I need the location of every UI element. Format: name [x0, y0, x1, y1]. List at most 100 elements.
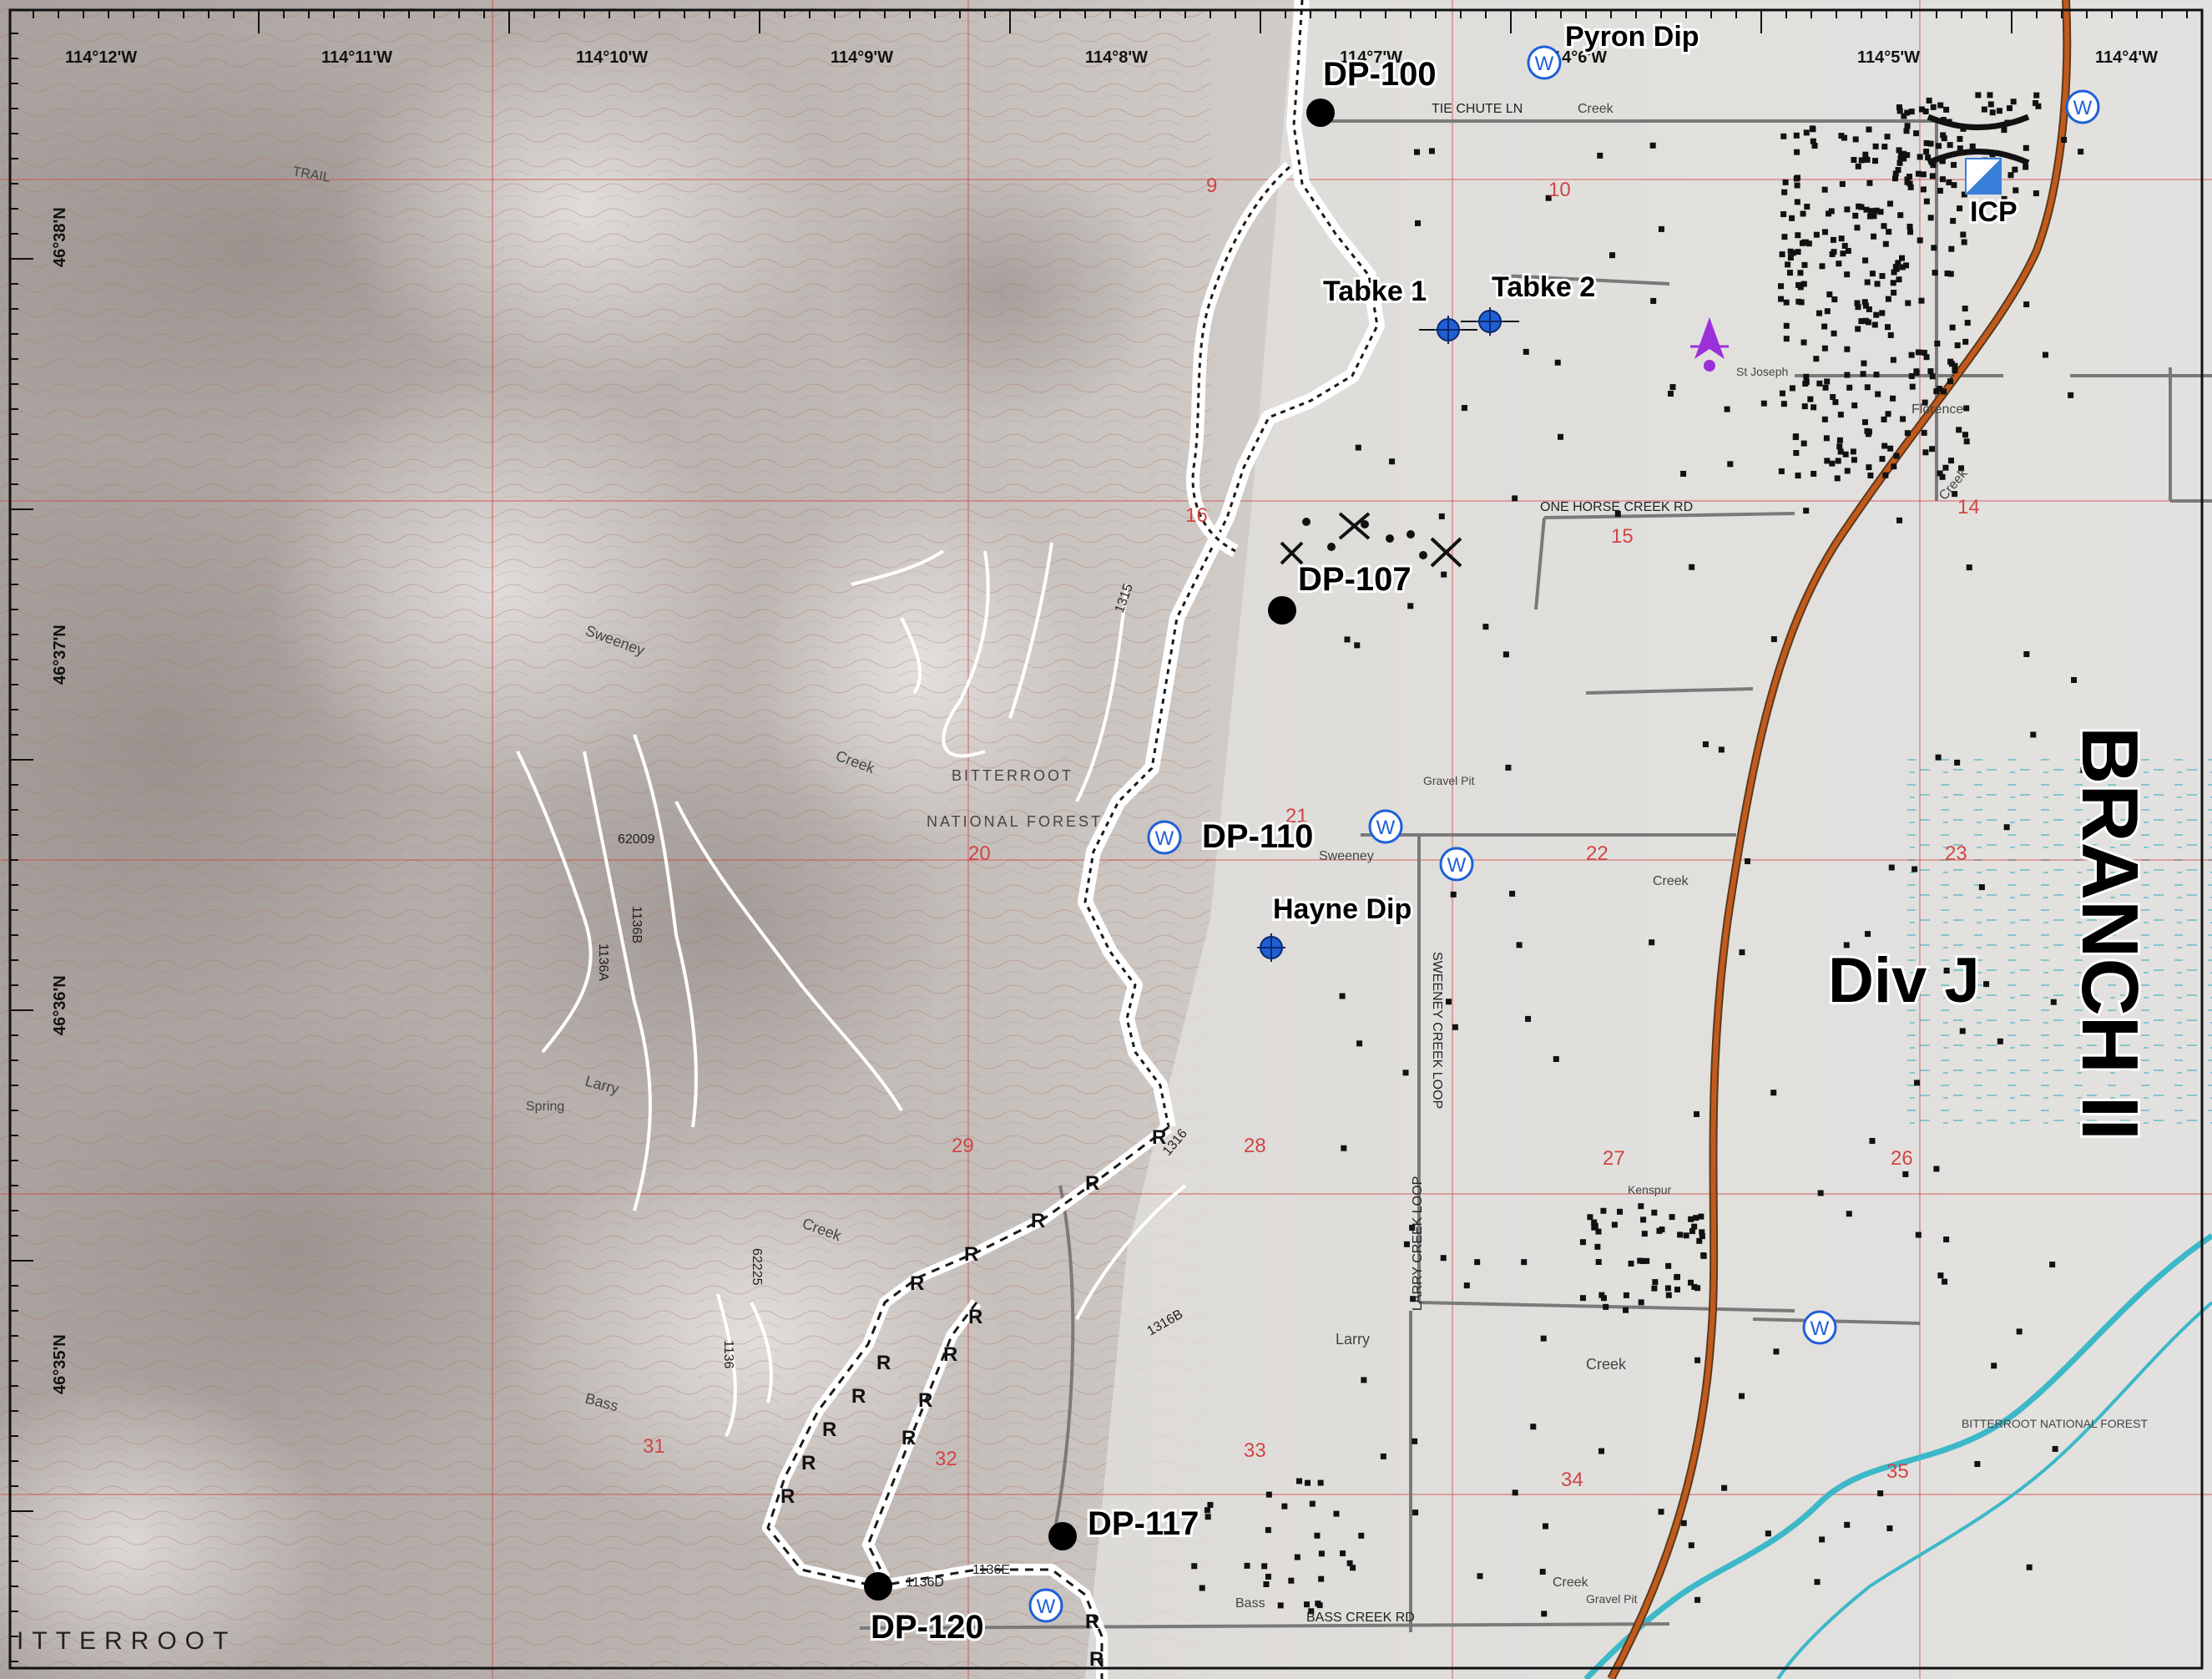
spot-dots — [1302, 518, 1427, 559]
frame-ticks — [10, 10, 2188, 1662]
map-border — [8, 8, 2204, 1670]
hayne-dip-label[interactable]: Hayne Dip — [1270, 891, 1414, 928]
water-source-symbol: W — [1376, 817, 1396, 839]
svg-text:R: R — [1085, 1172, 1099, 1195]
road-tie-chute-ln: TIE CHUTE LN — [1432, 102, 1523, 116]
lon-label-114-4: 114°4'W — [2095, 48, 2158, 67]
water-source-icon[interactable]: W — [1527, 45, 1562, 80]
road-sweeney-creek-loop: SWEENEY CREEK LOOP — [1430, 952, 1444, 1109]
svg-text:R: R — [876, 1352, 891, 1374]
bass-creek-valley-label: Bass — [1235, 1596, 1265, 1611]
larry-spring-label: Spring — [526, 1100, 564, 1114]
bitterroot-nf-right-label: BITTERROOT NATIONAL FOREST — [1962, 1417, 2148, 1430]
dp-117-label[interactable]: DP-117 — [1085, 1503, 1201, 1545]
water-sources: W W W W W W W — [1028, 45, 2100, 1623]
section-20: 20 — [968, 842, 991, 865]
bitterroot-nf-label-2: NATIONAL FOREST — [927, 813, 1103, 830]
road-62225: 62225 — [750, 1248, 764, 1286]
road-1136: 1136 — [721, 1340, 735, 1369]
lon-label-114-11: 114°11'W — [321, 48, 392, 67]
section-15: 15 — [1611, 525, 1634, 548]
section-33: 33 — [1244, 1439, 1266, 1462]
svg-text:R: R — [851, 1385, 866, 1408]
icp-icon[interactable] — [1965, 158, 2002, 195]
section-28: 28 — [1244, 1135, 1266, 1157]
water-source-symbol: W — [2073, 97, 2093, 119]
lat-label-46-37: 46°37'N — [51, 625, 69, 685]
fireline-west-halo — [1186, 162, 1295, 558]
section-35: 35 — [1886, 1460, 1909, 1483]
dp-117-marker[interactable] — [1048, 1522, 1077, 1550]
larry-creek-valley-label-2: Creek — [1586, 1356, 1627, 1373]
structures — [1191, 92, 2087, 1617]
latitude-labels: 46°38'N 46°37'N 46°36'N 46°35'N — [51, 207, 69, 1394]
point-labels: DP-100 DP-107 DP-110 DP-117 DP-120 Tabke… — [868, 18, 2020, 1648]
section-9: 9 — [1206, 174, 1217, 197]
water-source-symbol: W — [1447, 854, 1467, 877]
water-source-icon[interactable]: W — [1028, 1588, 1063, 1623]
svg-text:R: R — [1031, 1210, 1045, 1232]
dp-107-label[interactable]: DP-107 — [1295, 559, 1414, 600]
tabke-2-marker[interactable] — [1461, 307, 1519, 336]
water-source-icon[interactable]: W — [1439, 847, 1474, 882]
kenspur-label: Kenspur — [1628, 1183, 1671, 1196]
section-34: 34 — [1561, 1469, 1583, 1491]
helispot-icon[interactable] — [1690, 317, 1729, 372]
lon-label-114-12: 114°12'W — [65, 48, 137, 67]
dp-110-label[interactable]: DP-110 — [1199, 816, 1316, 857]
svg-text:R: R — [964, 1243, 978, 1266]
spot-fire-marks — [1280, 512, 1462, 568]
florence-label: Florence — [1912, 402, 1963, 417]
section-number-labels: 9 10 16 15 14 21 20 22 23 28 29 27 26 33… — [643, 174, 1980, 1491]
dp-120-label[interactable]: DP-120 — [868, 1606, 987, 1648]
bitterroot-nf-label-1: BITTERROOT — [952, 767, 1073, 784]
lon-label-114-9: 114°9'W — [831, 48, 893, 67]
sweeney-road-creek-label: Sweeney — [1319, 849, 1374, 863]
dp-100-marker[interactable] — [1306, 99, 1335, 127]
water-source-icon[interactable]: W — [2065, 89, 2100, 124]
creek-valley-label: Creek — [1553, 1575, 1589, 1590]
road-1136d: 1136D — [906, 1575, 944, 1590]
road-62009: 62009 — [618, 832, 655, 847]
section-21: 21 — [1285, 805, 1308, 827]
lon-label-114-10: 114°10'W — [576, 48, 648, 67]
road-labels: TIE CHUTE LN ONE HORSE CREEK RD BASS CRE… — [596, 102, 1693, 1625]
water-source-icon[interactable]: W — [1802, 1310, 1837, 1345]
proposed-line-markers: R R R R R R R R R R R R R R R R — [780, 1126, 1166, 1671]
creek-valley-label-2: Creek — [1653, 874, 1689, 888]
dp-107-marker[interactable] — [1268, 596, 1296, 625]
icp-label[interactable]: ICP — [1967, 194, 2020, 230]
division-label[interactable]: Div J — [1826, 943, 1982, 1019]
water-source-icon[interactable]: W — [1368, 809, 1403, 844]
water-source-icon[interactable]: W — [1147, 820, 1182, 855]
road-bass-creek-rd: BASS CREEK RD — [1306, 1611, 1415, 1625]
section-16: 16 — [1185, 504, 1208, 527]
water-source-symbol: W — [1535, 53, 1554, 75]
pyron-dip-label[interactable]: Pyron Dip — [1563, 18, 1702, 55]
branch-label[interactable]: BRANCH II — [2063, 724, 2157, 1143]
section-29: 29 — [952, 1135, 974, 1157]
river-channel — [1776, 1301, 2212, 1679]
svg-text:R: R — [918, 1389, 932, 1412]
road-larry-creek-loop: LARRY CREEK LOOP — [1411, 1176, 1425, 1311]
svg-text:R: R — [968, 1306, 982, 1328]
svg-text:R: R — [822, 1419, 836, 1441]
fireline-completed — [1083, 0, 1379, 1128]
tabke-2-label[interactable]: Tabke 2 — [1489, 269, 1598, 306]
lat-label-46-35: 46°35'N — [51, 1334, 69, 1394]
creek-top-label: Creek — [1578, 102, 1614, 116]
svg-text:R: R — [1089, 1648, 1103, 1671]
road-1136b: 1136B — [629, 906, 644, 943]
road-one-horse-creek-rd: ONE HORSE CREEK RD — [1540, 500, 1693, 514]
dp-120-marker[interactable] — [864, 1572, 892, 1601]
svg-text:R: R — [1085, 1611, 1099, 1633]
gravel-pit-label: Gravel Pit — [1423, 774, 1475, 787]
hayne-dip-marker[interactable] — [1257, 933, 1285, 962]
svg-text:R: R — [780, 1485, 795, 1508]
tabke-1-label[interactable]: Tabke 1 — [1321, 273, 1429, 310]
tabke-1-marker[interactable] — [1419, 316, 1477, 344]
forest-roads — [516, 542, 1187, 1437]
dp-100-label[interactable]: DP-100 — [1321, 53, 1439, 95]
